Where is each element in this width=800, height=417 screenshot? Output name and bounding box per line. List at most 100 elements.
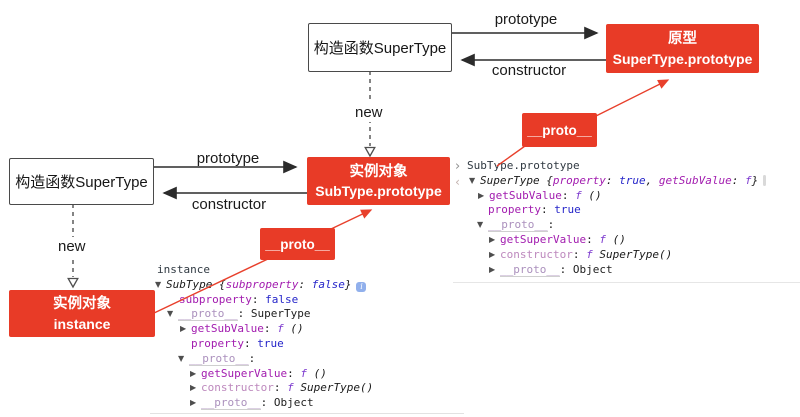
constructor-function-supertype-box-left: 构造函数SuperType (9, 158, 154, 205)
console-line: property: true (152, 337, 464, 352)
edge-label-new-top: new (352, 103, 386, 122)
console-token-expr: instance (157, 263, 210, 276)
subtype-prototype-box: 实例对象 SubType.prototype (307, 157, 450, 205)
console-token-dim: constructor (201, 381, 274, 395)
console-line: ▼__proto__: SuperType (152, 307, 464, 322)
console-line: instance (152, 263, 464, 278)
console-token-name: getSuperValue (201, 366, 288, 380)
console-token-name: subproperty (179, 292, 252, 306)
tree-expanded-icon[interactable]: ▼ (155, 279, 162, 289)
proto-label-text: __proto__ (527, 122, 592, 138)
console-token-fn: f (277, 322, 284, 336)
console-token-proto: __proto__ (201, 396, 261, 411)
console-prompt-icon: › (455, 159, 461, 174)
console-line: › SubType.prototype (455, 159, 800, 174)
info-icon[interactable]: i (356, 281, 367, 292)
tree-collapsed-icon[interactable]: ▶ (190, 398, 197, 408)
box-label-line2: instance (53, 315, 111, 332)
console-token-plain: : (572, 247, 587, 261)
console-line: ▼__proto__: (455, 218, 800, 233)
console-token-name: getSuperValue (500, 232, 587, 246)
tree-expanded-icon[interactable]: ▼ (469, 175, 476, 185)
console-token-name: getSubValue (489, 188, 562, 202)
box-label-line2: SubType.prototype (315, 183, 442, 200)
console-token-proto: __proto__ (189, 351, 249, 366)
console-token-fn: f (287, 381, 294, 395)
console-token-plain: : (287, 366, 301, 380)
tree-collapsed-icon[interactable]: ▶ (489, 234, 496, 244)
edge-label-constructor-left: constructor (191, 196, 267, 213)
console-token-fn: f (300, 366, 307, 380)
console-token-name: property (191, 336, 244, 350)
console-line: ▶ __proto__: Object (455, 262, 800, 278)
console-token-plain: : Object (559, 262, 613, 276)
tree-expanded-icon[interactable]: ▼ (167, 309, 174, 319)
console-token-sig: SuperType() (293, 381, 374, 395)
console-token-expr: SubType.prototype (467, 159, 580, 172)
console-token-fn: f (599, 232, 606, 246)
arrow-proto-bottom (151, 209, 373, 315)
console-token-proto: __proto__ (500, 262, 560, 277)
edge-label-prototype-top: prototype (494, 11, 558, 28)
console-token-fn: f (575, 188, 582, 202)
console-token-plain: : (540, 203, 555, 217)
console-token-plain: : (243, 336, 258, 350)
console-token-sig: SuperType() (592, 247, 673, 261)
edge-label-constructor-top: constructor (491, 62, 567, 79)
console-token-name: property (488, 203, 541, 217)
console-line: ▼__proto__: (152, 351, 464, 367)
console-token-plaini: , (645, 173, 659, 187)
arrowhead-new-top (364, 146, 376, 158)
console-token-vali: true (619, 173, 646, 187)
console-token-brace: } (344, 277, 352, 291)
console-token-brace: { (218, 277, 226, 291)
console-line: ▶getSuperValue: f () (455, 233, 800, 248)
arrowhead-new-left (67, 277, 79, 289)
console-token-name: getSubValue (191, 322, 264, 336)
box-label: 构造函数SuperType (15, 174, 148, 191)
console-line: ▼ SubType {subproperty: false} i (152, 278, 464, 293)
console-token-sig: () (283, 322, 304, 336)
box-label: 构造函数SuperType (313, 40, 447, 57)
console-token-dim: constructor (500, 247, 573, 261)
console-token-namei: getSubValue (658, 173, 732, 187)
console-token-obj: SuperType (480, 173, 547, 187)
console-token-val: true (554, 203, 581, 217)
console-line: property: true (455, 203, 800, 218)
tree-collapsed-icon[interactable]: ▶ (489, 249, 496, 259)
console-token-plain: : Object (260, 396, 314, 410)
tree-expanded-icon[interactable]: ▼ (178, 353, 185, 363)
console-line: subproperty: false (152, 293, 464, 308)
console-line: ▶getSuperValue: f () (152, 367, 464, 382)
supertype-prototype-box: 原型 SuperType.prototype (606, 24, 759, 73)
box-label-line1: 原型 (668, 31, 697, 48)
console-line: ‹▼SuperType {property: true, getSubValue… (454, 173, 800, 189)
edge-label-new-left: new (55, 237, 89, 256)
tree-collapsed-icon[interactable]: ▶ (180, 324, 187, 334)
console-token-proto: __proto__ (488, 218, 548, 233)
console-token-plaini: : (605, 173, 620, 187)
tree-expanded-icon[interactable]: ▼ (477, 220, 484, 230)
tree-collapsed-icon[interactable]: ▶ (489, 264, 496, 274)
tree-collapsed-icon[interactable]: ▶ (190, 383, 197, 393)
console-token-plain: : (263, 322, 278, 336)
console-token-plain: : (586, 232, 600, 246)
console-token-proto: __proto__ (178, 307, 238, 322)
proto-label-bottom: __proto__ (260, 228, 335, 260)
info-icon[interactable] (763, 174, 767, 186)
proto-label-text: __proto__ (265, 236, 330, 252)
box-label-line1: 实例对象 (53, 296, 111, 313)
console-line: ▶constructor: f SuperType() (455, 248, 800, 263)
console-line: ▶ __proto__: Object (152, 396, 464, 411)
edge-label-prototype-left: prototype (196, 150, 260, 167)
console-token-obj: SubType (166, 277, 219, 291)
tree-collapsed-icon[interactable]: ▶ (190, 368, 197, 378)
tree-collapsed-icon[interactable]: ▶ (478, 190, 485, 200)
console-token-plaini: : (298, 277, 312, 291)
console-token-brace: } (751, 173, 759, 187)
console-token-namei: subproperty (225, 277, 299, 291)
console-line: ▶ getSubValue: f () (152, 322, 464, 337)
console-token-vali: false (311, 277, 345, 291)
